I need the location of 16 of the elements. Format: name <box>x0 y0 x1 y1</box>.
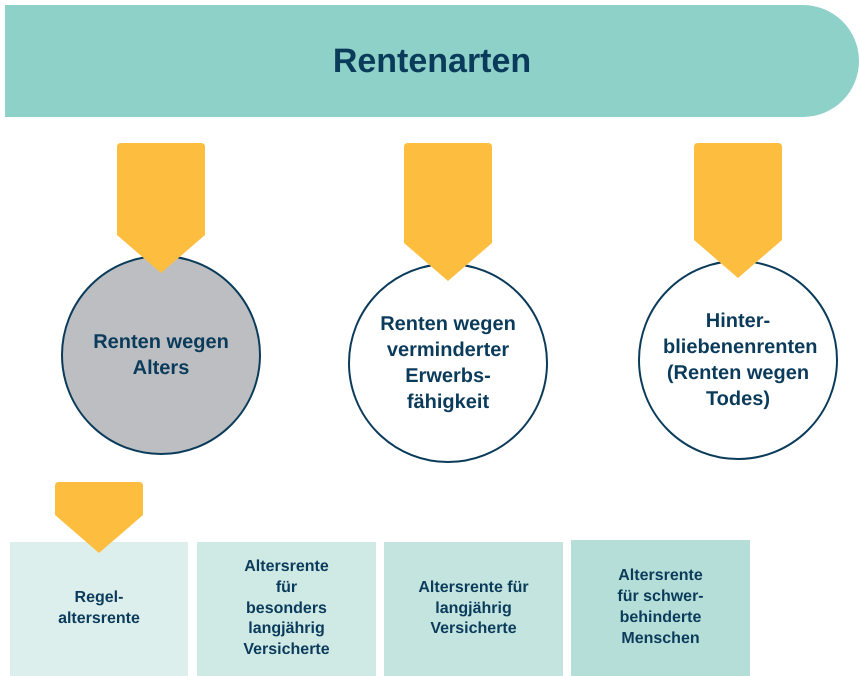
node-label: Altersrente für besonders langjährig Versicherte <box>242 557 331 660</box>
arrow <box>404 143 492 281</box>
node-label: Regel- altersrente <box>57 588 141 629</box>
arrow <box>694 143 782 278</box>
node-label: Renten wegen verminderter Erwerbs- fähigkeit <box>379 312 517 415</box>
node-label: Renten wegen Alters <box>92 330 230 381</box>
arrow <box>117 143 205 273</box>
subcategory-card <box>10 542 188 676</box>
node-label: Altersrente für schwer- behinderte Menschen <box>616 566 705 649</box>
arrow <box>55 482 143 553</box>
subcategory-card <box>384 542 563 676</box>
title: Rentenarten <box>332 40 532 82</box>
subcategory-card <box>197 542 376 676</box>
subcategory-card <box>571 540 750 676</box>
node-label: Altersrente für langjährig Versicherte <box>417 578 530 640</box>
title-banner <box>5 5 859 117</box>
